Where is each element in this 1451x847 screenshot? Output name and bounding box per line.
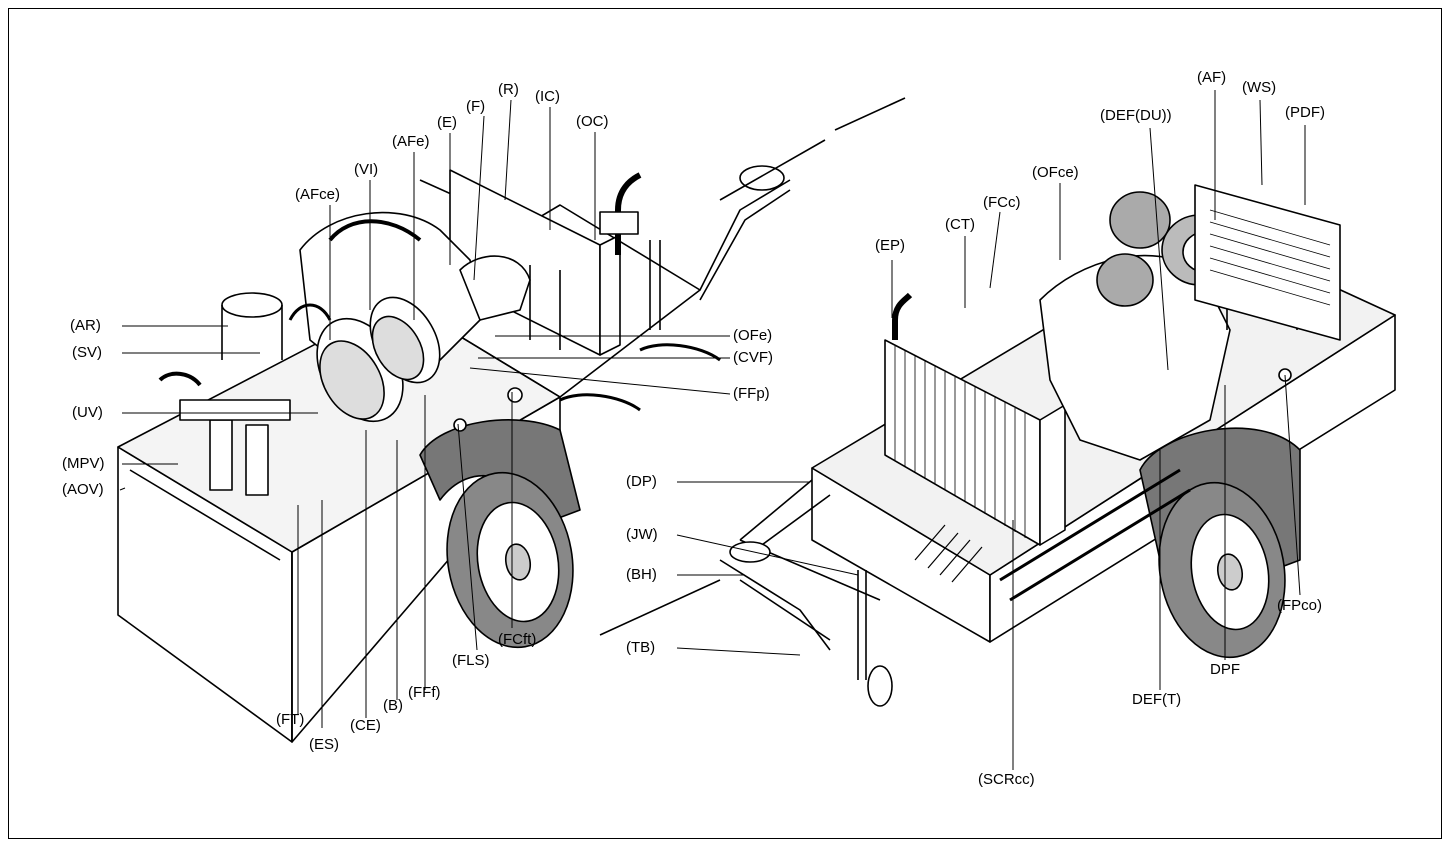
label-bh: (BH) [626,566,657,583]
label-fcft: (FCft) [498,631,537,648]
label-afe: (AFe) [392,133,430,150]
label-af: (AF) [1197,69,1227,86]
label-cvf: (CVF) [733,349,773,366]
label-fpco: (FPco) [1277,597,1322,614]
label-fls: (FLS) [452,652,490,669]
label-vi: (VI) [354,161,379,178]
label-aov: (AOV) [62,481,104,498]
label-ce: (CE) [350,717,381,734]
label-es: (ES) [309,736,339,753]
label-pdf: (PDF) [1285,104,1325,121]
label-ffp: (FFp) [733,385,770,402]
label-fcc: (FCc) [983,194,1021,211]
right-unit-drawing [599,184,1396,707]
label-ar: (AR) [70,317,101,334]
label-sv: (SV) [72,344,102,361]
label-ofce: (OFce) [1032,164,1079,181]
label-b: (B) [383,697,403,714]
label-mpv: (MPV) [62,455,105,472]
label-scrcc: (SCRcc) [978,771,1035,788]
label-def-t: DEF(T) [1132,691,1182,708]
label-ic: (IC) [535,88,560,105]
label-afce: (AFce) [295,186,340,203]
label-def-du: (DEF(DU)) [1100,107,1172,124]
label-ws: (WS) [1242,79,1277,96]
label-oc: (OC) [576,113,609,130]
label-ft: (FT) [276,711,305,728]
figure-frame [8,8,1442,839]
label-dp: (DP) [626,473,657,490]
label-dpf: DPF [1210,661,1240,678]
leader-lines [119,90,1306,770]
label-e: (E) [437,114,457,131]
label-uv: (UV) [72,404,103,421]
label-fff: (FFf) [408,684,441,701]
label-ofe: (OFe) [733,327,773,344]
label-f: (F) [466,98,486,115]
label-ep: (EP) [875,237,905,254]
label-jw: (JW) [626,526,658,543]
label-ct: (CT) [945,216,975,233]
label-tb: (TB) [626,639,656,656]
label-r: (R) [498,81,519,98]
